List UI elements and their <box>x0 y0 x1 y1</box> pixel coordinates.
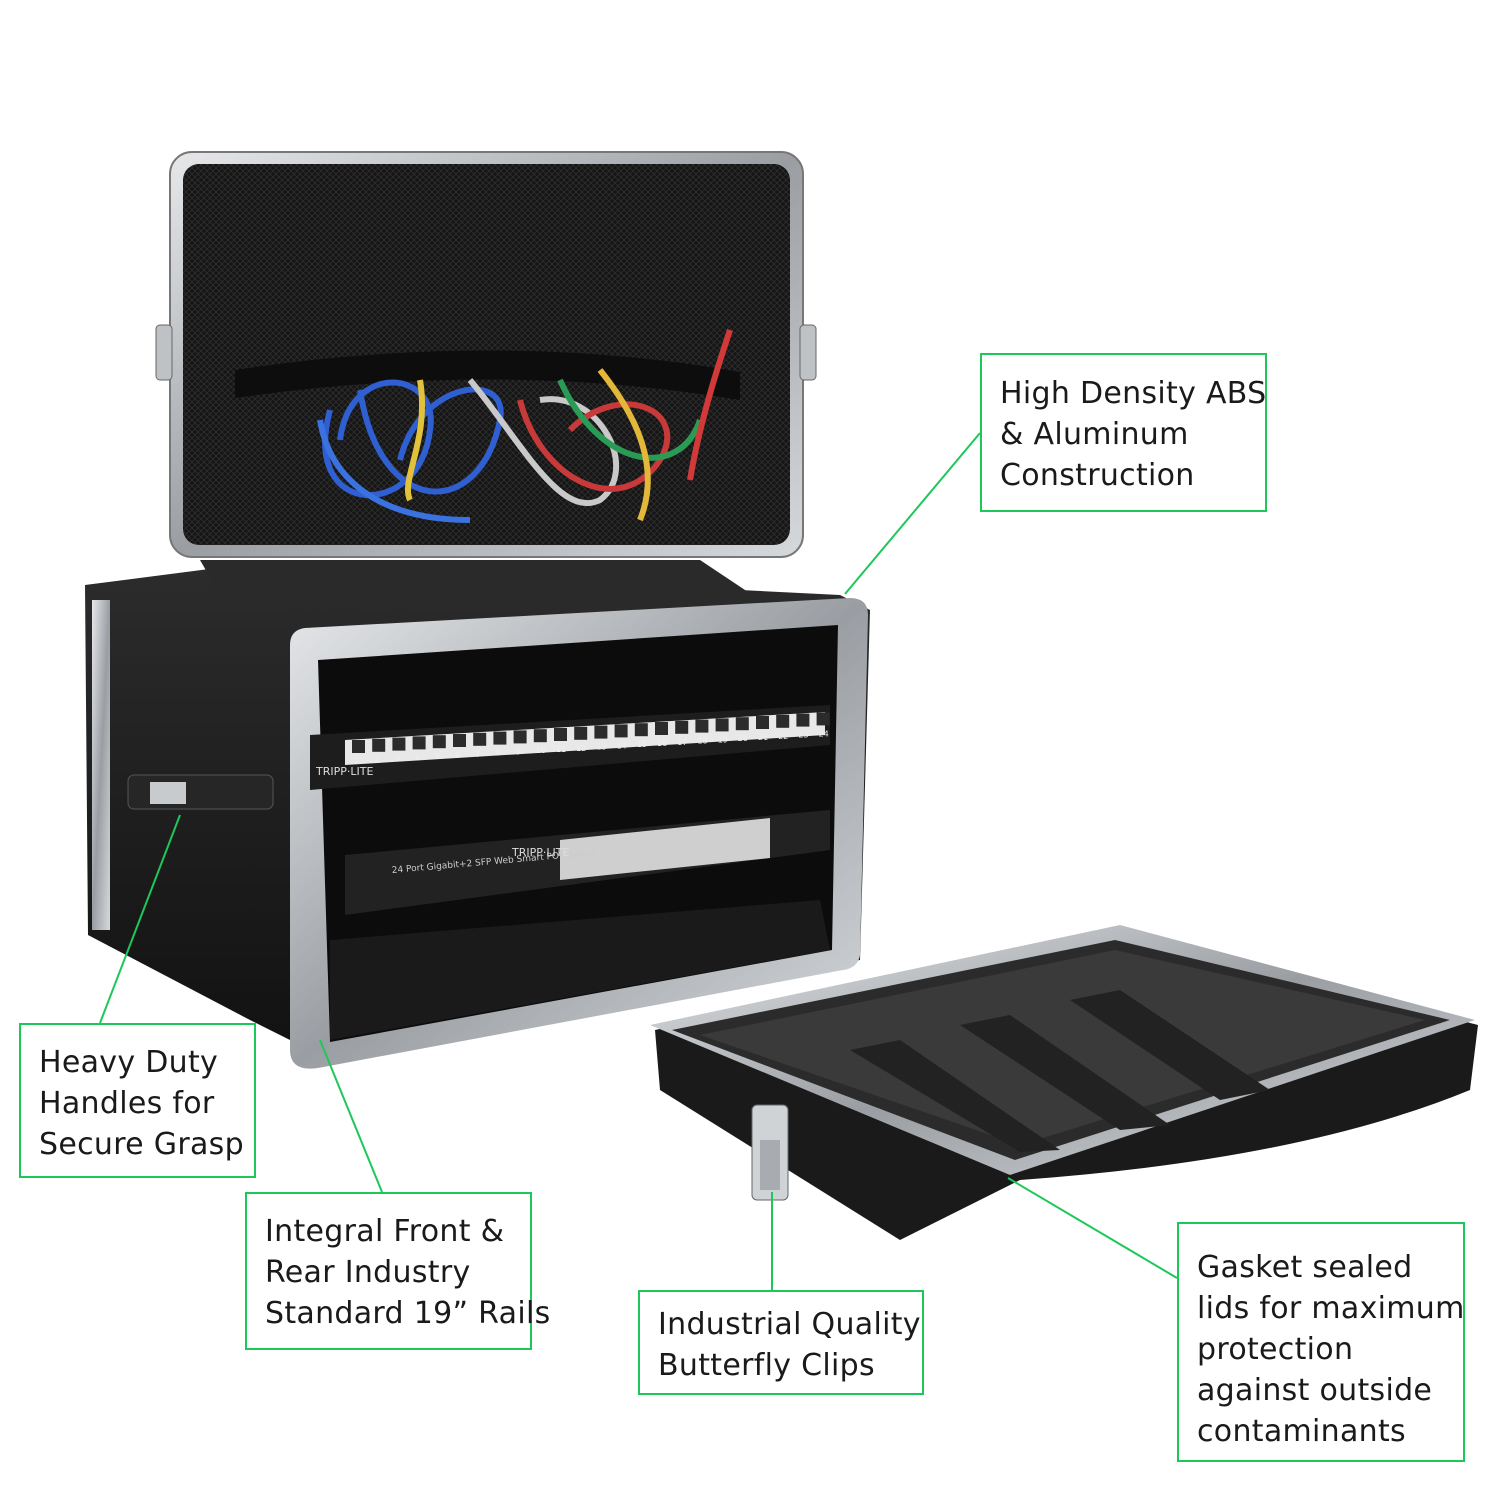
carry-handle <box>127 774 274 810</box>
patch-port-number: 10 <box>536 746 546 755</box>
patch-port-number: 6 <box>455 751 460 760</box>
patch-port <box>533 729 547 743</box>
patch-port <box>412 736 426 750</box>
callout-rails: Integral Front & Rear Industry Standard … <box>245 1192 551 1350</box>
callout-line: Secure Grasp <box>39 1127 244 1162</box>
patch-port <box>695 719 709 733</box>
patch-port-number: 4 <box>415 753 420 762</box>
poe-switch: 24 Port Gigabit+2 SFP Web Smart POE Swit… <box>345 810 830 915</box>
patch-port-number: 7 <box>475 750 480 759</box>
callout-line: Integral Front & <box>265 1214 505 1249</box>
patch-port <box>473 732 487 746</box>
callout-line: Butterfly Clips <box>658 1348 875 1383</box>
patch-port <box>372 738 386 752</box>
patch-port <box>655 722 668 735</box>
patch-port <box>735 717 749 731</box>
patch-port <box>352 740 365 753</box>
patch-port <box>776 714 790 728</box>
butterfly-clip <box>751 1104 789 1201</box>
patch-port-number: 2 <box>374 756 379 765</box>
callout-construction: High Density ABS & Aluminum Construction <box>980 353 1267 512</box>
callout-line: Construction <box>1000 458 1195 493</box>
rack-case: TRIPP·LITE 24 Port Gigabit+2 SFP Web Sma… <box>85 560 870 1069</box>
patch-port-number: 21 <box>758 733 768 742</box>
patch-port-number: 17 <box>677 738 687 747</box>
patch-port-number: 3 <box>394 755 399 764</box>
patch-port <box>756 716 769 729</box>
patch-panel-brand: TRIPP·LITE <box>315 765 373 778</box>
patch-port <box>634 723 648 737</box>
patch-port <box>574 726 588 740</box>
patch-port <box>715 718 729 732</box>
callout-line: against outside <box>1197 1373 1433 1408</box>
patch-port-number: 14 <box>617 741 627 750</box>
top-lid <box>155 151 817 558</box>
callout-line: Handles for <box>39 1086 215 1121</box>
callout-line: Heavy Duty <box>39 1045 219 1080</box>
callout-line: Industrial Quality <box>658 1307 921 1342</box>
patch-port-number: 9 <box>516 747 521 756</box>
patch-port <box>675 720 689 734</box>
network-cables <box>317 329 733 523</box>
callout-line: High Density ABS <box>1000 376 1267 411</box>
leader-lines <box>99 432 1178 1290</box>
callout-clips: Industrial Quality Butterfly Clips <box>638 1290 924 1395</box>
patch-port <box>816 712 830 726</box>
bottom-lid <box>650 925 1478 1240</box>
patch-port <box>513 730 527 744</box>
callout-line: lids for maximum <box>1197 1291 1465 1326</box>
patch-port-number: 1 <box>354 757 359 766</box>
patch-port-number: 23 <box>798 731 808 740</box>
patch-port <box>554 728 567 741</box>
patch-port <box>392 737 406 751</box>
patch-port-number: 15 <box>637 740 647 749</box>
patch-port-number: 13 <box>596 743 606 752</box>
patch-port-number: 20 <box>738 734 748 743</box>
patch-port <box>493 731 507 745</box>
callout-gasket: Gasket sealed lids for maximum protectio… <box>1177 1222 1465 1462</box>
patch-port <box>453 734 466 747</box>
patch-port-number: 8 <box>495 749 500 758</box>
callout-line: & Aluminum <box>1000 417 1189 452</box>
callout-line: Rear Industry <box>265 1255 471 1290</box>
patch-port-number: 16 <box>657 739 667 748</box>
patch-port-number: 5 <box>435 752 440 761</box>
callout-handles: Heavy Duty Handles for Secure Grasp <box>19 1023 256 1178</box>
patch-port <box>796 713 810 727</box>
callout-line: contaminants <box>1197 1414 1406 1449</box>
callout-line: Gasket sealed <box>1197 1250 1413 1285</box>
callout-line: protection <box>1197 1332 1354 1367</box>
patch-port-number: 18 <box>697 737 707 746</box>
switch-brand: TRIPP·LITE <box>511 846 569 859</box>
patch-port <box>432 735 446 749</box>
patch-port-number: 11 <box>556 745 566 754</box>
patch-port <box>594 725 608 739</box>
callout-line: Standard 19” Rails <box>265 1296 551 1331</box>
patch-port-number: 22 <box>778 732 788 741</box>
patch-port-number: 24 <box>819 729 829 738</box>
patch-port-number: 19 <box>718 735 728 744</box>
patch-port-number: 12 <box>576 744 586 753</box>
patch-port <box>614 724 628 738</box>
